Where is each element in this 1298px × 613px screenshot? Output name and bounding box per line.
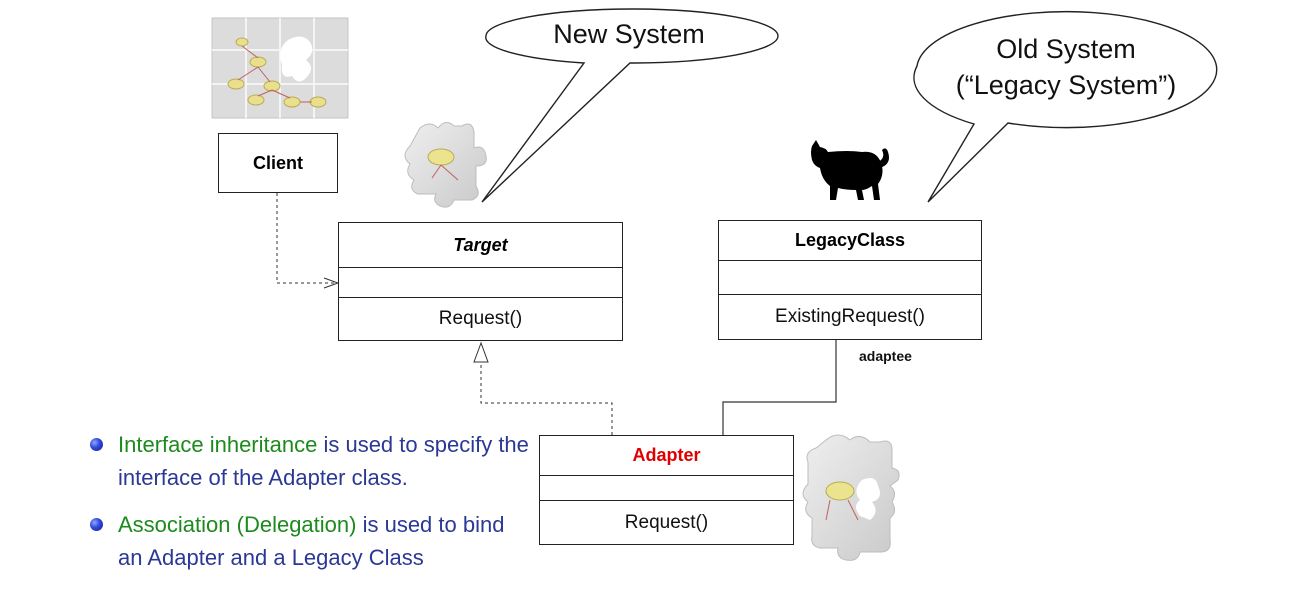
class-adapter: Adapter Request() [539,435,794,545]
adaptee-label: adaptee [859,348,912,364]
bullet-highlight: Association (Delegation) [118,512,357,537]
puzzle-piece-icon [802,434,900,561]
class-client: Client [218,133,338,193]
bullet-item: Interface inheritance is used to specify… [90,428,530,494]
puzzle-piece-icon [404,122,487,208]
bullet-item: Association (Delegation) is used to bind… [90,508,530,574]
old-system-line2: (“Legacy System”) [955,70,1177,100]
bullet-highlight: Interface inheritance [118,432,318,457]
old-system-label: Old System (“Legacy System”) [917,31,1215,103]
association-line [722,340,837,435]
bullet-text: is used to specify the interface of the … [118,432,529,490]
bullet-icon [90,438,103,451]
new-system-bubble [481,8,779,203]
old-system-line1: Old System [996,34,1136,64]
dependency-arrow [276,193,340,289]
class-target-attributes [339,268,622,298]
class-adapter-method: Request() [624,511,709,533]
cat-silhouette-icon [811,140,889,200]
class-adapter-attributes [540,476,793,501]
class-legacy: LegacyClass ExistingRequest() [718,220,982,340]
class-client-name: Client [252,152,303,173]
bullet-icon [90,518,103,531]
class-adapter-name: Adapter [632,445,701,465]
class-legacy-method: ExistingRequest() [775,306,925,327]
bullet-list: Interface inheritance is used to specify… [90,428,530,588]
class-target-name: Target [453,234,508,255]
class-target-method: Request() [438,308,523,329]
bullet-text: is used to bind an Adapter and a Legacy … [118,512,505,570]
class-legacy-name: LegacyClass [794,230,906,250]
realization-arrow [473,341,613,435]
new-system-label: New System [553,19,705,49]
old-system-bubble [913,10,1218,203]
puzzle-image-icon [211,17,349,119]
class-legacy-attributes [719,261,981,295]
class-target: Target Request() [338,222,623,341]
